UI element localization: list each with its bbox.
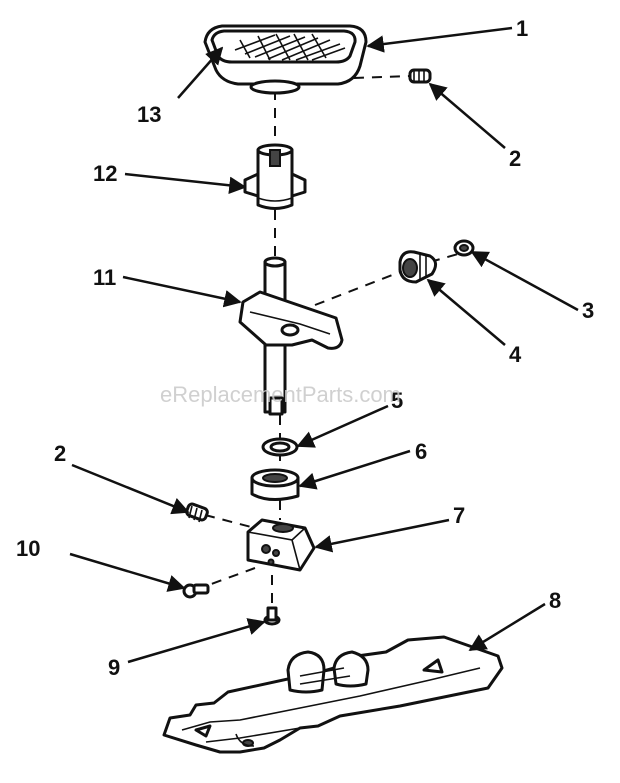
- callout-10: 10: [16, 536, 40, 561]
- part-washer-small: [453, 239, 475, 257]
- part-bushing: [398, 250, 437, 284]
- part-set-screw-upper: [408, 68, 432, 84]
- callout-11: 11: [93, 265, 116, 290]
- part-adapter: [243, 143, 307, 210]
- callout-4: 4: [509, 342, 522, 367]
- callout-2-lower: 2: [54, 441, 66, 466]
- part-base-plate: [162, 635, 504, 754]
- part-screw-side: [182, 583, 210, 599]
- callout-7: 7: [453, 503, 465, 528]
- callout-3: 3: [582, 298, 594, 323]
- callout-labels: 1 13 2 12 11 3 4 5 6 2 7 10 8 9: [16, 16, 594, 680]
- callout-2-upper: 2: [509, 146, 521, 171]
- part-knob: [203, 24, 368, 95]
- part-ring: [261, 437, 299, 457]
- part-set-screw-lower: [185, 502, 209, 523]
- part-shaft-cam: [238, 256, 344, 416]
- watermark-text: eReplacementParts.com: [160, 382, 401, 407]
- callout-6: 6: [415, 439, 427, 464]
- callout-1: 1: [516, 16, 528, 41]
- part-block: [246, 518, 316, 572]
- callout-12: 12: [93, 161, 117, 186]
- callout-5: 5: [391, 388, 403, 413]
- callout-9: 9: [108, 655, 120, 680]
- callout-13: 13: [137, 102, 161, 127]
- callout-8: 8: [549, 588, 561, 613]
- part-spacer: [250, 468, 300, 501]
- part-screw-bottom: [263, 606, 281, 626]
- leader-lines: [69, 26, 579, 664]
